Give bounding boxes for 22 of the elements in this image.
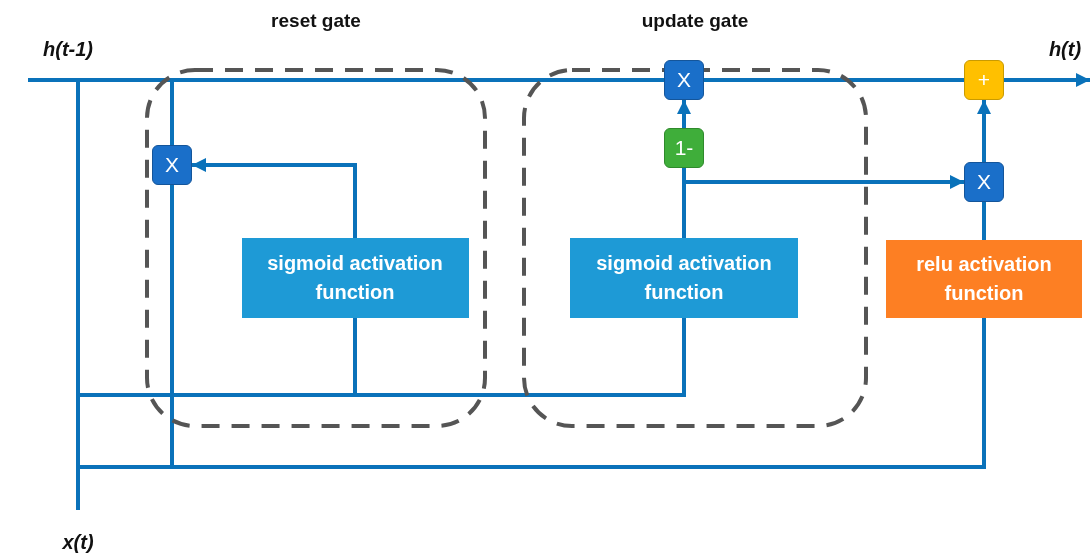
connector-line — [704, 78, 964, 82]
multiply-operator: X — [664, 60, 704, 100]
connector-line — [982, 202, 986, 240]
gate-label: update gate — [641, 10, 749, 31]
arrow — [977, 100, 991, 162]
activation-function-block: sigmoid activation function — [570, 238, 798, 318]
arrow — [682, 175, 964, 238]
signal-label: h(t) — [1048, 38, 1082, 61]
signal-label: x(t) — [62, 531, 94, 554]
connector-line — [28, 78, 664, 82]
one-minus-operator: 1- — [664, 128, 704, 168]
activation-function-block: sigmoid activation function — [241, 238, 469, 318]
multiply-operator: X — [152, 145, 192, 185]
arrow — [677, 100, 691, 128]
arrow — [192, 158, 357, 238]
arrow — [1004, 73, 1090, 87]
connector-line — [170, 185, 986, 469]
gate-label: reset gate — [271, 10, 361, 31]
add-operator: + — [964, 60, 1004, 100]
signal-label: h(t-1) — [43, 38, 93, 61]
activation-function-block: relu activation function — [886, 240, 1082, 318]
multiply-operator: X — [964, 162, 1004, 202]
